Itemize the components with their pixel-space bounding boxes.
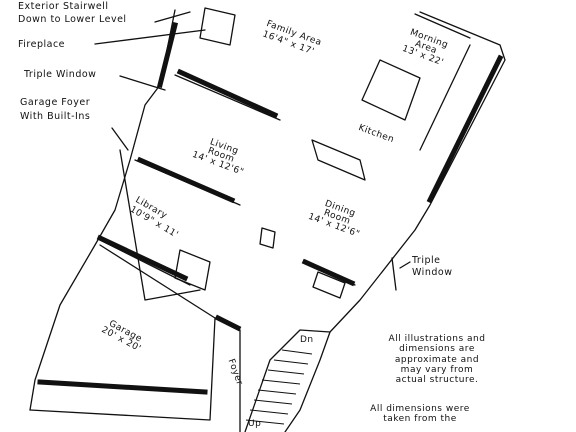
callout-fireplace: Fireplace (18, 39, 66, 50)
stair-down-label: Dn (300, 335, 314, 345)
callout-stairwell: Exterior Stairwell Down to Lower Level (18, 1, 127, 25)
stair-outline (244, 329, 331, 432)
garage-outline (29, 244, 216, 421)
leader-triple-window (119, 75, 166, 91)
closet (174, 249, 211, 291)
column (259, 227, 276, 249)
stair-treads (245, 349, 313, 425)
outer-wall-west (29, 9, 176, 411)
thick-wall-west-upper (156, 21, 179, 89)
thick-wall-garage-top (37, 379, 208, 395)
thick-wall-living-south (136, 156, 236, 204)
callout-triple-window-right: Triple Window (412, 255, 453, 278)
dining-table (312, 271, 346, 299)
fireplace-block (199, 7, 236, 46)
outer-wall-northeast (414, 13, 471, 39)
thick-wall-living-north (176, 68, 279, 119)
leader-garage-foyer (111, 127, 201, 301)
thick-wall-dining (301, 258, 356, 287)
living-room-north-wall (174, 74, 281, 121)
callout-triple-window-left: Triple Window (24, 69, 97, 80)
leader-stairwell (154, 11, 191, 23)
window-right (391, 257, 397, 291)
kitchen-counter (311, 139, 366, 181)
thick-wall-library (96, 234, 189, 282)
thick-wall-east (426, 54, 504, 204)
callout-garage-foyer: Garage Foyer With Built-Ins (20, 97, 91, 122)
kitchen-island (361, 59, 421, 121)
stair-up-label: Up (248, 419, 262, 429)
note-dimensions-source: All dimensions were taken from the (370, 404, 470, 425)
thick-wall-foyer (214, 314, 242, 332)
morning-wall (419, 44, 471, 151)
outer-wall-east (329, 11, 506, 333)
leader-fireplace (94, 29, 206, 45)
note-illustrations-approximate: All illustrations and dimensions are app… (388, 334, 486, 386)
leader-triple-window-right (399, 261, 411, 269)
